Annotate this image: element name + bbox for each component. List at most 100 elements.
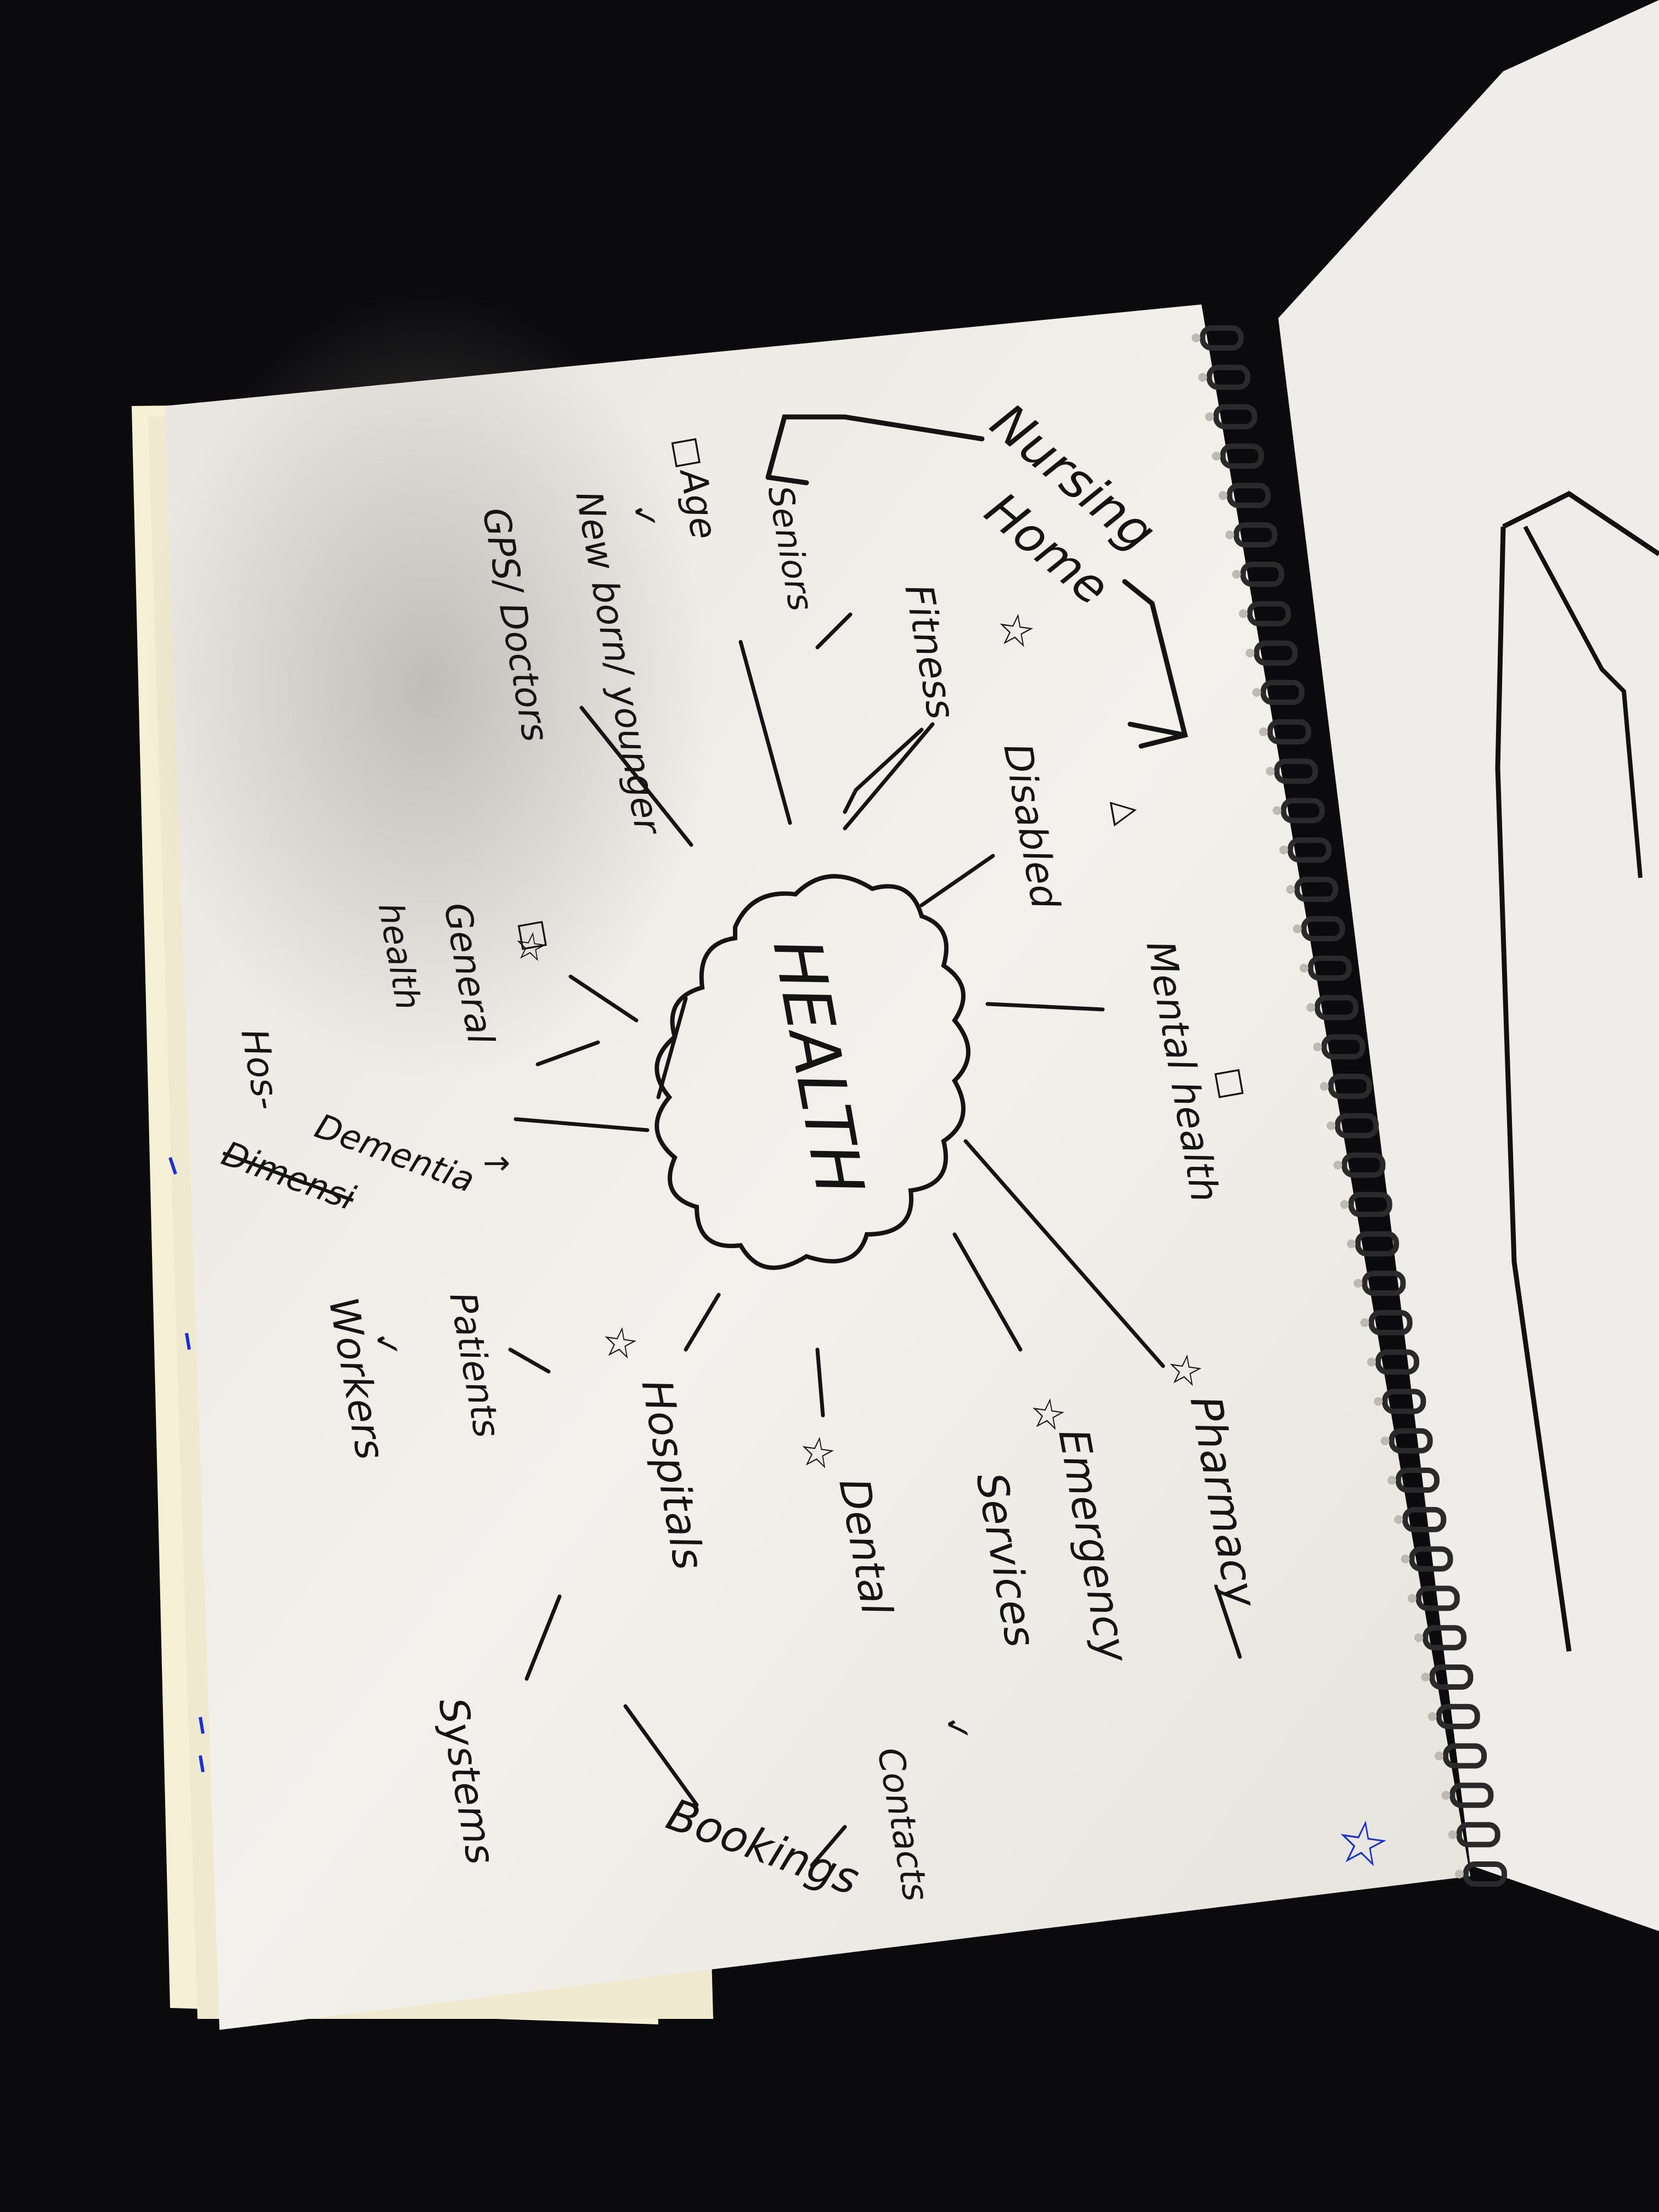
tick-icon: ✓ xyxy=(935,1712,978,1746)
right-page xyxy=(1278,0,1659,1931)
spiral-ring xyxy=(1449,1782,1494,1808)
binding-hole xyxy=(1414,1633,1424,1643)
binding-hole xyxy=(1319,1082,1329,1091)
binding-hole xyxy=(1313,1042,1322,1052)
mindmap-branches xyxy=(508,612,1242,1867)
binding-hole xyxy=(1252,688,1261,697)
spiral-ring xyxy=(1423,1625,1467,1651)
binding-hole xyxy=(1427,1712,1437,1721)
star-icon: ☆ xyxy=(1022,1392,1076,1438)
binding-hole xyxy=(1360,1318,1369,1327)
box-icon: □ xyxy=(1210,1064,1253,1102)
binding-hole xyxy=(1374,1397,1383,1406)
spiral-ring xyxy=(1402,1506,1447,1532)
spiral-ring xyxy=(1288,837,1331,863)
binding-hole xyxy=(1205,412,1214,421)
spiral-ring xyxy=(1415,1585,1460,1611)
spiral-binding xyxy=(1192,325,1507,1887)
binding-hole xyxy=(1293,924,1302,933)
binding-hole xyxy=(1401,1554,1410,1564)
spiral-ring xyxy=(1456,1822,1500,1848)
spiral-ring xyxy=(1463,1861,1507,1887)
binding-hole xyxy=(1259,727,1268,736)
tick-icon: ✓ xyxy=(365,1328,408,1362)
spiral-ring xyxy=(1409,1546,1453,1572)
spiral-ring xyxy=(1389,1428,1433,1454)
spiral-ring xyxy=(1227,483,1271,509)
star-icon: ☆ xyxy=(988,607,1045,655)
spiral-ring xyxy=(1341,1152,1386,1178)
annotation-marks: ☆ ☆ ☆ ☆ ☆ ☆ ☆ □ □ □ △ ✓ ✓ ✓ → xyxy=(365,433,1403,1877)
binding-hole xyxy=(1198,373,1207,382)
binding-hole xyxy=(1218,491,1228,500)
binding-hole xyxy=(1340,1200,1349,1209)
tick-icon: ✓ xyxy=(623,499,665,533)
spiral-ring xyxy=(1240,561,1284,587)
spiral-ring xyxy=(1247,601,1291,627)
spiral-ring xyxy=(1206,364,1251,390)
star-icon: ☆ xyxy=(506,927,557,968)
binding-hole xyxy=(1394,1515,1403,1524)
binding-hole xyxy=(1272,806,1282,815)
bracket-arrows xyxy=(765,414,1188,749)
spiral-ring xyxy=(1254,640,1298,666)
hand-shadow xyxy=(143,291,713,1081)
spiral-ring xyxy=(1280,798,1325,823)
star-icon: ☆ xyxy=(791,1431,845,1476)
spiral-ring xyxy=(1335,1113,1379,1138)
binding-hole xyxy=(1225,530,1234,539)
spiral-ring xyxy=(1260,680,1305,706)
spiral-ring xyxy=(1436,1703,1480,1729)
binding-hole xyxy=(1455,1870,1464,1878)
spiral-ring xyxy=(1233,522,1278,548)
spiral-ring xyxy=(1368,1310,1413,1335)
binding-hole xyxy=(1435,1751,1444,1760)
spiral-ring xyxy=(1294,877,1339,902)
binding-hole xyxy=(1299,963,1308,973)
binding-hole xyxy=(1353,1279,1363,1288)
spiral-ring xyxy=(1355,1231,1400,1257)
spiral-ring xyxy=(1362,1271,1406,1296)
binding-hole xyxy=(1327,1121,1336,1130)
binding-hole xyxy=(1245,648,1255,658)
binding-hole xyxy=(1387,1476,1396,1485)
binding-hole xyxy=(1421,1673,1430,1682)
health-cloud xyxy=(654,874,970,1270)
spiral-ring xyxy=(1328,1074,1372,1099)
spiral-ring xyxy=(1314,995,1359,1020)
binding-hole xyxy=(1380,1436,1390,1446)
spiral-ring xyxy=(1375,1349,1419,1375)
spiral-ring xyxy=(1307,955,1352,981)
spiral-ring xyxy=(1395,1468,1440,1493)
binding-hole xyxy=(1286,885,1295,894)
binding-hole xyxy=(1448,1830,1457,1839)
binding-hole xyxy=(1407,1594,1417,1603)
star-icon: ☆ xyxy=(1159,1348,1213,1394)
binding-hole xyxy=(1333,1160,1342,1170)
spiral-ring xyxy=(1274,758,1318,784)
spiral-ring xyxy=(1443,1743,1487,1769)
spiral-ring xyxy=(1200,325,1244,351)
box-icon: □ xyxy=(513,916,556,953)
spiral-ring xyxy=(1382,1389,1426,1414)
spiral-ring xyxy=(1348,1192,1392,1217)
binding-hole xyxy=(1211,452,1221,461)
spiral-ring xyxy=(1301,916,1345,941)
binding-hole xyxy=(1367,1357,1376,1367)
binding-hole xyxy=(1239,609,1248,618)
binding-hole xyxy=(1279,845,1288,855)
binding-hole xyxy=(1232,569,1241,579)
spiral-ring xyxy=(1429,1664,1474,1690)
star-icon: ☆ xyxy=(594,1321,648,1367)
binding-hole xyxy=(1306,1003,1316,1012)
binding-hole xyxy=(1266,766,1275,776)
binding-hole xyxy=(1441,1791,1451,1800)
box-icon: □ xyxy=(667,433,710,471)
binding-hole xyxy=(1192,334,1200,342)
spiral-ring xyxy=(1213,404,1257,430)
blue-star-icon: ☆ xyxy=(1324,1812,1403,1877)
spiral-ring xyxy=(1267,719,1312,744)
spiral-ring xyxy=(1220,443,1264,469)
spiral-ring xyxy=(1321,1034,1365,1060)
